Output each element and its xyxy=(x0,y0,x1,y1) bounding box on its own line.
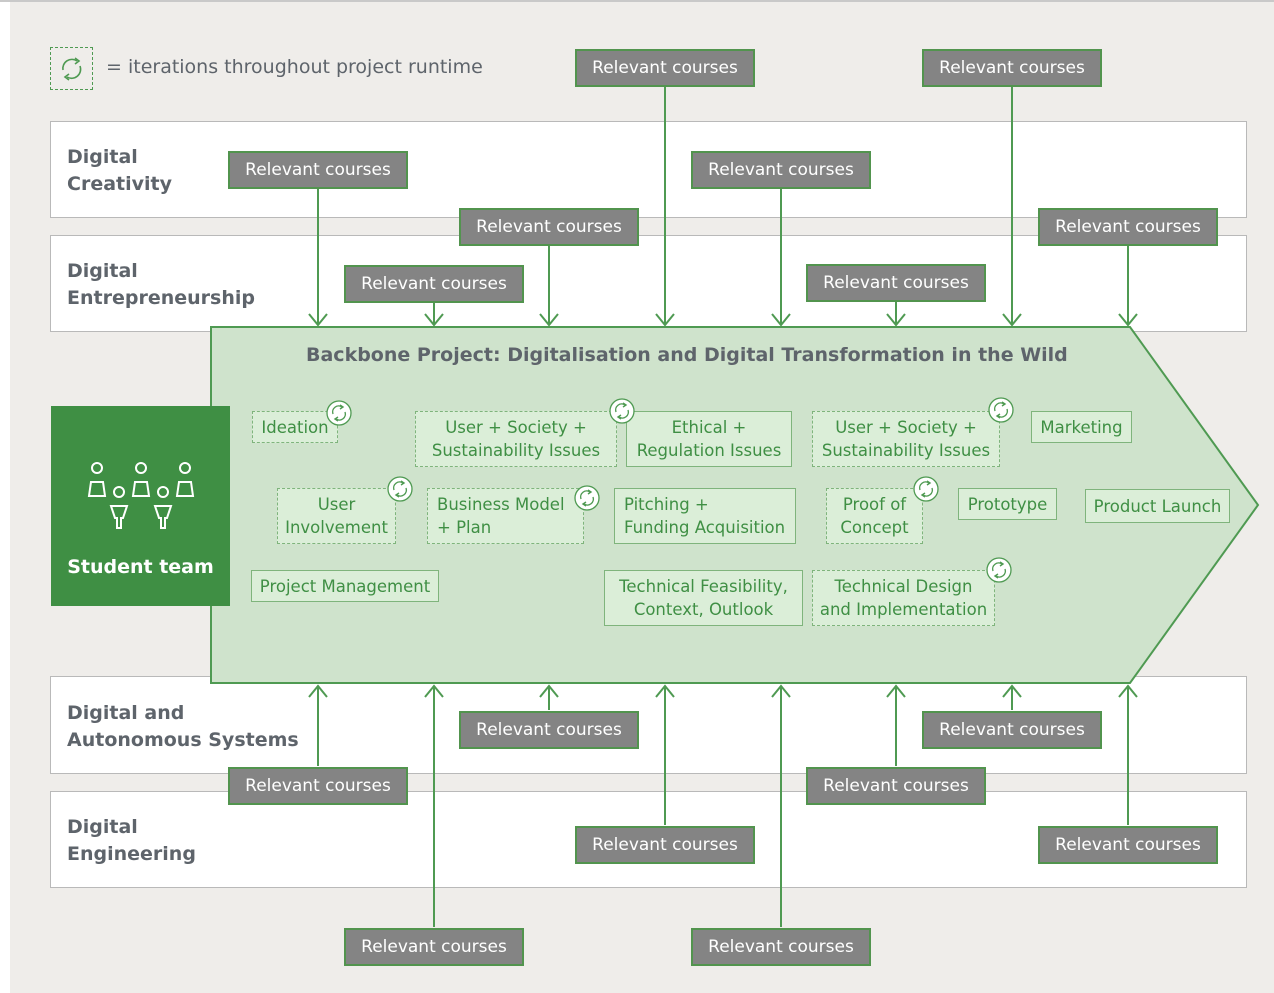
relevant-courses-box: Relevant courses xyxy=(228,767,408,805)
activity-marketing: Marketing xyxy=(1031,411,1132,443)
legend-iteration-icon-box xyxy=(50,47,93,90)
activity-label: Ideation xyxy=(261,417,329,437)
activity-label: Technical Design and Implementation xyxy=(819,577,988,619)
relevant-courses-box: Relevant courses xyxy=(806,767,986,805)
connector-arrowhead xyxy=(655,684,675,698)
iteration-cycle-icon xyxy=(986,557,1012,583)
band-label: Digital Entrepreneurship xyxy=(67,260,255,309)
activity-product-launch: Product Launch xyxy=(1085,489,1230,523)
page-top-rule xyxy=(0,0,1274,2)
iteration-cycle-icon xyxy=(913,476,939,502)
activity-label: Proof of Concept xyxy=(840,495,909,537)
student-team-label: Student team xyxy=(67,556,214,578)
band-label: Digital and Autonomous Systems xyxy=(67,702,299,751)
activity-label: User + Society + Sustainability Issues xyxy=(431,418,601,460)
activity-pitching-funding: Pitching + Funding Acquisition xyxy=(614,488,796,544)
activity-ethical-regulation: Ethical + Regulation Issues xyxy=(626,411,792,467)
page-edge xyxy=(0,0,10,993)
connector-arrowhead xyxy=(424,313,444,327)
relevant-courses-box: Relevant courses xyxy=(344,265,524,303)
relevant-courses-box: Relevant courses xyxy=(922,711,1102,749)
connector-arrowhead xyxy=(771,684,791,698)
connector-arrowhead xyxy=(308,684,328,698)
activity-user-involvement: User Involvement xyxy=(277,488,396,544)
relevant-courses-box: Relevant courses xyxy=(575,826,755,864)
activity-technical-feasibility: Technical Feasibility, Context, Outlook xyxy=(604,570,803,626)
activity-user-society-sustainability-2: User + Society + Sustainability Issues xyxy=(812,411,1000,467)
activity-technical-design: Technical Design and Implementation xyxy=(812,570,995,626)
relevant-courses-box: Relevant courses xyxy=(691,151,871,189)
iteration-cycle-icon xyxy=(326,400,352,426)
relevant-courses-box: Relevant courses xyxy=(228,151,408,189)
activity-project-management: Project Management xyxy=(251,570,439,602)
activity-label: Ethical + Regulation Issues xyxy=(636,418,782,460)
relevant-courses-box: Relevant courses xyxy=(459,711,639,749)
student-team-icon xyxy=(87,462,195,529)
connector-arrowhead xyxy=(308,313,328,327)
activity-label: Marketing xyxy=(1040,417,1123,437)
activity-label: Product Launch xyxy=(1093,496,1222,516)
activity-label: User + Society + Sustainability Issues xyxy=(821,418,991,460)
relevant-courses-box: Relevant courses xyxy=(575,49,755,87)
connector-arrowhead xyxy=(539,313,559,327)
activity-label: Project Management xyxy=(259,576,431,596)
connector-arrowhead xyxy=(771,313,791,327)
course-connectors xyxy=(308,87,1138,927)
relevant-courses-box: Relevant courses xyxy=(806,264,986,302)
activity-proof-of-concept: Proof of Concept xyxy=(826,488,923,544)
connector-arrowhead xyxy=(886,313,906,327)
connector-arrowhead xyxy=(1002,313,1022,327)
activity-label: User Involvement xyxy=(285,495,388,537)
relevant-courses-box: Relevant courses xyxy=(922,49,1102,87)
connector-arrowhead xyxy=(1118,684,1138,698)
iteration-cycle-icon xyxy=(574,485,600,511)
iteration-cycle-icon xyxy=(62,57,82,81)
band-digital-entrepreneurship: Digital Entrepreneurship xyxy=(50,235,1247,332)
activity-label: Pitching + Funding Acquisition xyxy=(624,495,786,537)
connector-arrowhead xyxy=(1002,684,1022,698)
band-label: Digital Creativity xyxy=(67,146,172,195)
connector-arrowhead xyxy=(424,684,444,698)
iteration-cycle-icon xyxy=(988,397,1014,423)
relevant-courses-box: Relevant courses xyxy=(459,208,639,246)
connector-arrowhead xyxy=(886,684,906,698)
project-title: Backbone Project: Digitalisation and Dig… xyxy=(306,344,1068,366)
activity-label: Technical Feasibility, Context, Outlook xyxy=(619,577,788,619)
activity-ideation: Ideation xyxy=(252,411,338,443)
connector-arrowhead xyxy=(1118,313,1138,327)
band-digital-creativity: Digital Creativity xyxy=(50,121,1247,218)
relevant-courses-box: Relevant courses xyxy=(1038,826,1218,864)
activity-user-society-sustainability: User + Society + Sustainability Issues xyxy=(415,411,617,467)
relevant-courses-box: Relevant courses xyxy=(691,928,871,966)
iteration-cycle-icon xyxy=(609,398,635,424)
band-label: Digital Engineering xyxy=(67,816,196,865)
relevant-courses-box: Relevant courses xyxy=(344,928,524,966)
activity-label: Business Model + Plan xyxy=(437,495,565,537)
activity-business-model-plan: Business Model + Plan xyxy=(427,488,584,544)
iteration-cycle-icon xyxy=(387,476,413,502)
relevant-courses-box: Relevant courses xyxy=(1038,208,1218,246)
activity-label: Prototype xyxy=(967,494,1048,514)
connector-arrowhead xyxy=(655,313,675,327)
activity-prototype: Prototype xyxy=(958,488,1057,520)
student-team-box: Student team xyxy=(51,406,230,606)
legend-text: = iterations throughout project runtime xyxy=(106,56,483,78)
connector-arrowhead xyxy=(539,684,559,698)
